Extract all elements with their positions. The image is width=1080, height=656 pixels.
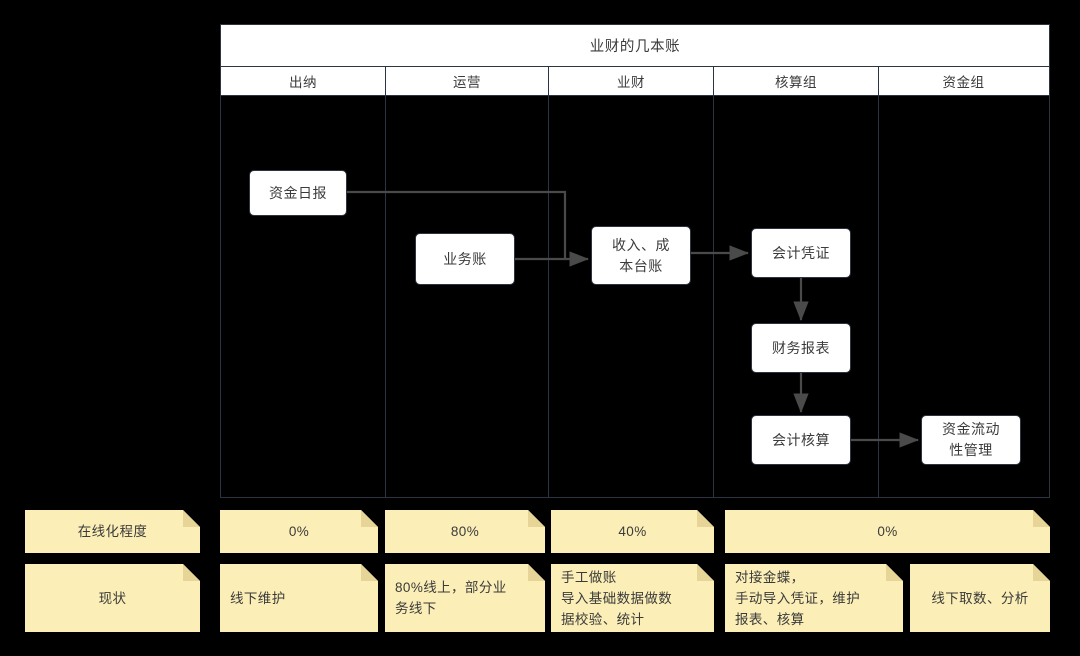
lane-header-treasury: 资金组: [942, 75, 985, 90]
lane-header-operations: 运营: [386, 67, 549, 95]
note-row-label-current-status[interactable]: 现状: [25, 564, 200, 632]
note-text: 线下维护: [230, 590, 286, 606]
lane-column-bizfinance: [549, 96, 714, 497]
note-text: 40%: [618, 524, 647, 539]
diagram-title: 业财的几本账: [221, 25, 1049, 67]
note-status-bizfinance[interactable]: 手工做账 导入基础数据做数 据校验、统计: [551, 564, 714, 632]
note-text: 80%线上，部分业 务线下: [395, 580, 507, 616]
note-text: 0%: [877, 524, 898, 539]
node-business-ledger[interactable]: 业务账: [415, 233, 515, 285]
note-text: 对接金蝶， 手动导入凭证，维护 报表、核算: [735, 569, 861, 627]
note-online-bizfinance[interactable]: 40%: [551, 510, 714, 553]
lane-header-cashier: 出纳: [221, 67, 386, 95]
note-text: 在线化程度: [77, 524, 148, 539]
lane-header-row: 出纳 运营 业财 核算组 资金组: [221, 67, 1049, 96]
lane-column-cashier: [221, 96, 386, 497]
lane-column-accounting: [714, 96, 879, 497]
note-online-accounting-treasury[interactable]: 0%: [725, 510, 1050, 553]
note-text: 0%: [288, 524, 310, 539]
note-status-cashier[interactable]: 线下维护: [220, 564, 378, 632]
note-online-operations[interactable]: 80%: [385, 510, 545, 553]
node-financial-statement[interactable]: 财务报表: [751, 323, 851, 373]
node-liquidity-management[interactable]: 资金流动 性管理: [921, 415, 1021, 465]
note-status-accounting[interactable]: 对接金蝶， 手动导入凭证，维护 报表、核算: [725, 564, 903, 632]
lane-body: [221, 96, 1049, 497]
note-status-operations[interactable]: 80%线上，部分业 务线下: [385, 564, 545, 632]
note-text: 手工做账 导入基础数据做数 据校验、统计: [561, 569, 673, 627]
note-row-label-online-degree[interactable]: 在线化程度: [25, 510, 200, 553]
swimlane-table: 业财的几本账 出纳 运营 业财 核算组 资金组: [220, 24, 1050, 498]
lane-column-operations: [386, 96, 549, 497]
node-capital-daily-report[interactable]: 资金日报: [249, 170, 347, 216]
note-text: 80%: [450, 524, 480, 539]
node-revenue-cost-ledger[interactable]: 收入、成 本台账: [591, 226, 691, 285]
note-online-cashier[interactable]: 0%: [220, 510, 378, 553]
note-status-treasury[interactable]: 线下取数、分析: [910, 564, 1050, 632]
lane-header-accounting: 核算组: [714, 67, 879, 95]
note-text: 线下取数、分析: [931, 590, 1029, 606]
node-accounting-voucher[interactable]: 会计凭证: [751, 228, 851, 278]
lane-header-bizfinance: 业财: [549, 67, 714, 95]
node-accounting-calc[interactable]: 会计核算: [751, 415, 851, 465]
note-text: 现状: [98, 590, 127, 606]
